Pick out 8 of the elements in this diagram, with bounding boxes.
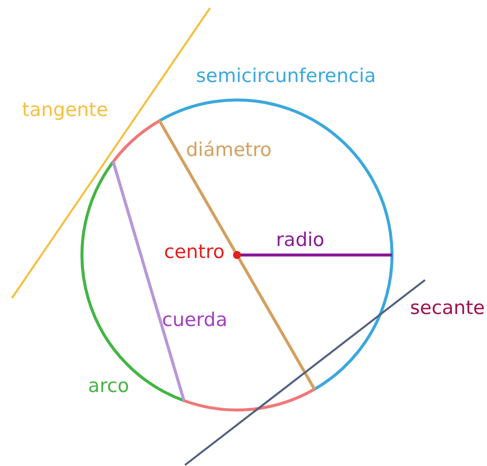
tangent-label: tangente (22, 100, 108, 121)
semicircle-label: semicircunferencia (196, 66, 376, 87)
arc-label: arco (88, 376, 130, 397)
chord-label: cuerda (162, 310, 228, 331)
secant-label: secante (410, 298, 485, 319)
radius-label: radio (276, 230, 324, 251)
diameter-label: diámetro (186, 140, 272, 161)
center-label: centro (164, 242, 225, 263)
